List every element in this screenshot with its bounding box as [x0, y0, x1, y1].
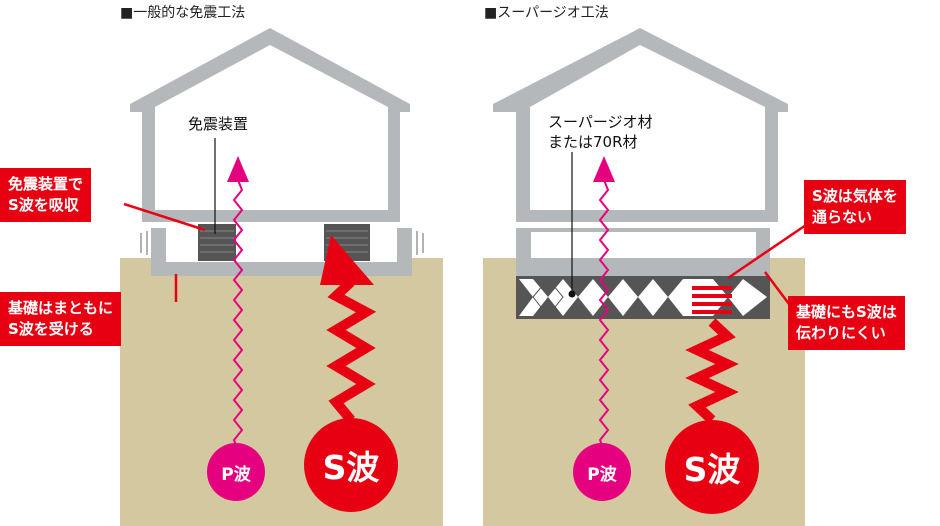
p-wave-line-right — [598, 179, 610, 451]
device-stripes — [200, 230, 368, 253]
material-label-line-2: または70R材 — [548, 133, 638, 151]
callout-gas-line-2: 通らない — [812, 208, 873, 226]
p-wave-badge-left: P波 — [207, 443, 265, 501]
house-right — [493, 28, 788, 222]
s-wave-arrowhead-left — [320, 235, 374, 285]
super-geo-material-label: スーパージオ材 または70R材 — [548, 112, 653, 152]
house-left — [130, 28, 410, 222]
callout-foundation-right-line-1: 基礎にもS波は — [796, 303, 897, 321]
p-wave-arrowhead-left — [227, 156, 249, 182]
callout-gas-line-1: S波は気体を — [812, 187, 898, 205]
material-pointer-dot — [568, 290, 576, 298]
ground-left — [120, 258, 443, 526]
s-wave-zigzag-left — [326, 278, 377, 424]
s-wave-badge-left: S波 — [304, 418, 398, 512]
callout-foundation-line-1: 基礎はまともに — [8, 299, 114, 317]
callout-device-line-1: 免震装置で — [8, 175, 84, 193]
callout-foundation-line-2: S波を受ける — [8, 320, 94, 338]
vibration-marks-left — [140, 231, 424, 255]
s-wave-blocked-stripes — [692, 286, 732, 314]
isolation-device-label: 免震装置 — [188, 115, 249, 133]
callout-device-pointer — [123, 202, 206, 232]
material-label-line-1: スーパージオ材 — [548, 113, 653, 131]
s-wave-zigzag-right — [685, 318, 739, 424]
slab-right-white — [531, 232, 756, 258]
callout-foundation-receives: 基礎はまともに S波を受ける — [0, 292, 122, 346]
p-wave-badge-right: P波 — [573, 443, 631, 501]
s-wave-badge-right: S波 — [665, 420, 759, 514]
callout-gas-blocks: S波は気体を 通らない — [804, 180, 906, 234]
callout-device-line-2: S波を吸収 — [8, 196, 79, 214]
p-wave-arrowhead-right — [593, 156, 615, 182]
callout-foundation-resists: 基礎にもS波は 伝わりにくい — [788, 296, 905, 350]
callout-device-absorbs: 免震装置で S波を吸収 — [0, 168, 92, 222]
callout-foundation-right-line-2: 伝わりにくい — [796, 324, 886, 342]
left-panel-title: ■一般的な免震工法 — [120, 5, 246, 21]
p-wave-line-left — [232, 179, 244, 451]
slab-right — [516, 228, 770, 276]
right-panel-title: ■スーパージオ工法 — [484, 5, 609, 21]
callout-gas-pointer — [727, 223, 807, 280]
